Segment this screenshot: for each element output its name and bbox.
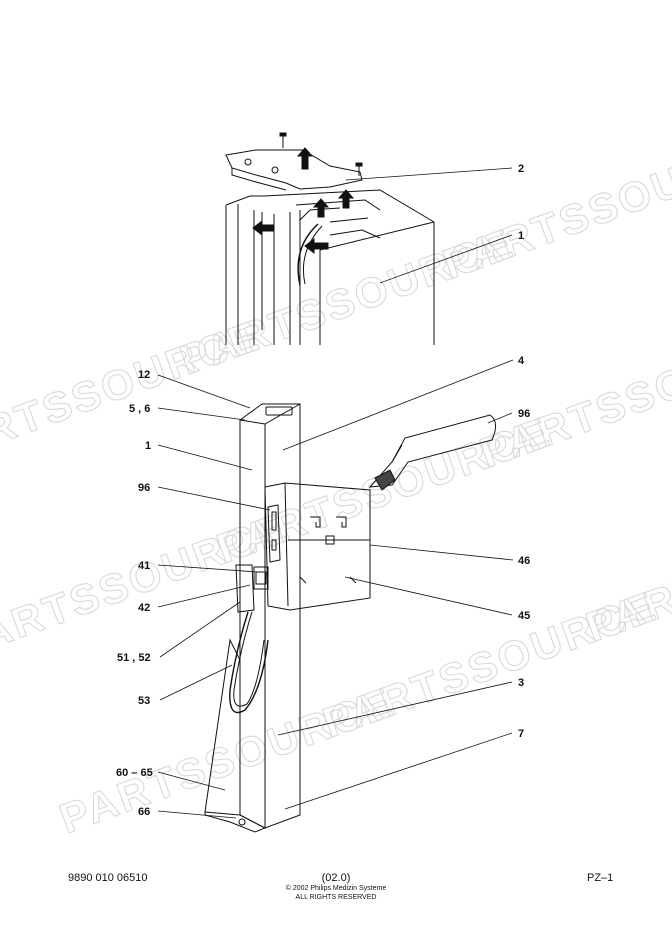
callout-7: 7 bbox=[518, 728, 524, 740]
page-number: PZ–1 bbox=[587, 872, 614, 884]
callout-60-65: 60 – 65 bbox=[116, 767, 153, 779]
top-detail-illustration bbox=[225, 132, 435, 345]
callout-41: 41 bbox=[138, 560, 150, 572]
rights-text: ALL RIGHTS RESERVED bbox=[295, 894, 377, 901]
callout-66: 66 bbox=[138, 806, 150, 818]
watermark-text: PARTSSOURCE bbox=[437, 123, 672, 288]
callout-46: 46 bbox=[518, 555, 530, 567]
callout-42: 42 bbox=[138, 602, 150, 614]
callout-96-left: 96 bbox=[138, 482, 150, 494]
callout-labels: 2 1 4 96 12 5 , 6 1 96 46 41 42 45 51 , … bbox=[116, 163, 530, 818]
copyright-text: © 2002 Philips Medizin Systeme bbox=[285, 885, 387, 892]
version-label: (02.0) bbox=[321, 872, 351, 884]
callout-1-left: 1 bbox=[145, 440, 151, 452]
callout-51-52: 51 , 52 bbox=[117, 652, 151, 664]
callout-3: 3 bbox=[518, 677, 524, 689]
callout-96-right: 96 bbox=[518, 408, 530, 420]
main-assembly-illustration bbox=[204, 403, 496, 833]
callout-4: 4 bbox=[518, 355, 525, 367]
callout-45: 45 bbox=[518, 610, 530, 622]
watermark-layer: PARTSSOURCE PARTSSOURCE PARTSSOURCE PART… bbox=[0, 123, 672, 843]
callout-12: 12 bbox=[138, 369, 150, 381]
callout-53: 53 bbox=[138, 695, 150, 707]
watermark-text: PARTSSOURCE bbox=[474, 312, 672, 477]
callout-2: 2 bbox=[518, 163, 524, 175]
callout-1-top: 1 bbox=[518, 230, 524, 242]
watermark-text: PARTSSOURCE bbox=[580, 486, 672, 651]
document-number: 9890 010 06510 bbox=[68, 872, 148, 884]
callout-5-6: 5 , 6 bbox=[129, 403, 150, 415]
leader-lines bbox=[157, 167, 514, 819]
